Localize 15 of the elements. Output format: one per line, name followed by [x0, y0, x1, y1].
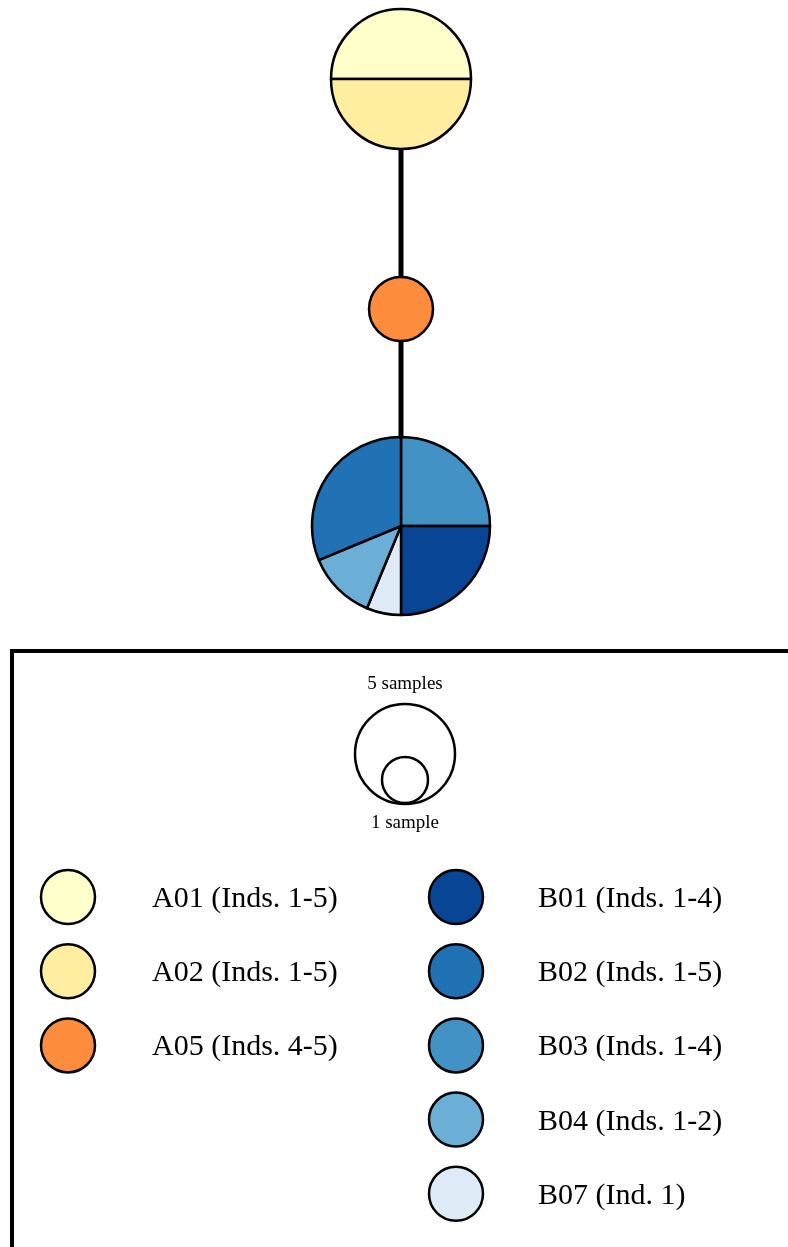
haplotype-pie-circle: [329, 7, 473, 151]
network-line: [398, 341, 404, 437]
legend-text: B04 (Inds. 1-2): [538, 1101, 723, 1138]
network-line: [398, 149, 404, 277]
legend-text: B07 (Ind. 1): [538, 1175, 686, 1212]
haplotype-pie-circle: [367, 275, 435, 343]
legend-text: A05 (Inds. 4-5): [152, 1027, 338, 1064]
legend-text: A02 (Inds. 1-5): [152, 953, 338, 990]
legend-text: B01 (Inds. 1-4): [538, 879, 723, 915]
legend-text: A01 (Inds. 1-5): [152, 879, 338, 915]
size-label: 5 samples: [367, 672, 443, 694]
size-label: 1 sample: [370, 811, 440, 833]
legend-text: B03 (Inds. 1-4): [538, 1027, 723, 1064]
legend-text: B02 (Inds. 1-5): [538, 953, 723, 990]
haplotype-pie-circle: [310, 435, 492, 617]
